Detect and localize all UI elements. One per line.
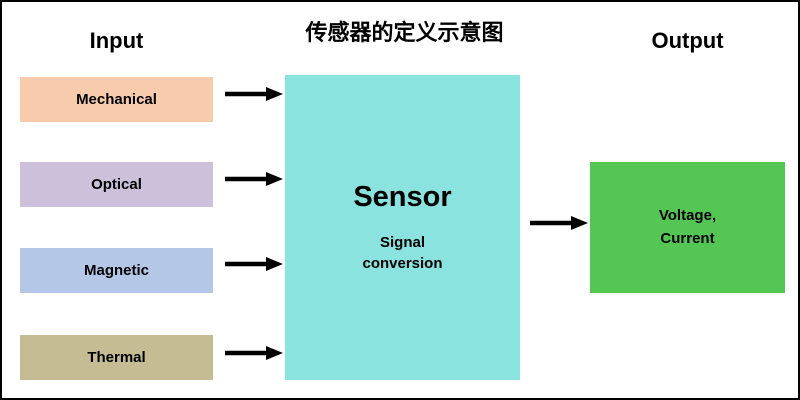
- input-box-label: Mechanical: [76, 91, 157, 108]
- arrow-right-icon: [530, 216, 588, 230]
- input-box-magnetic: Magnetic: [20, 248, 213, 293]
- output-box-label: Voltage, Current: [658, 207, 717, 247]
- output-column-header: Output: [651, 28, 724, 53]
- arrow-right-icon: [225, 87, 283, 101]
- input-box-mechanical: Mechanical: [20, 77, 213, 122]
- diagram-title: 传感器的定义示意图: [305, 20, 504, 45]
- input-column-header: Input: [89, 28, 144, 53]
- input-box-thermal: Thermal: [20, 335, 213, 380]
- sensor-box-subtitle: Signal conversion: [362, 234, 443, 272]
- sensor-box: Sensor Signal conversion: [285, 75, 520, 380]
- input-box-label: Optical: [91, 176, 142, 193]
- output-box: Voltage, Current: [590, 162, 785, 293]
- sensor-box-title: Sensor: [353, 181, 452, 213]
- input-box-optical: Optical: [20, 162, 213, 207]
- arrow-right-icon: [225, 172, 283, 186]
- arrow-right-icon: [225, 346, 283, 360]
- input-box-label: Magnetic: [83, 262, 149, 279]
- input-box-label: Thermal: [87, 349, 146, 366]
- arrow-right-icon: [225, 257, 283, 271]
